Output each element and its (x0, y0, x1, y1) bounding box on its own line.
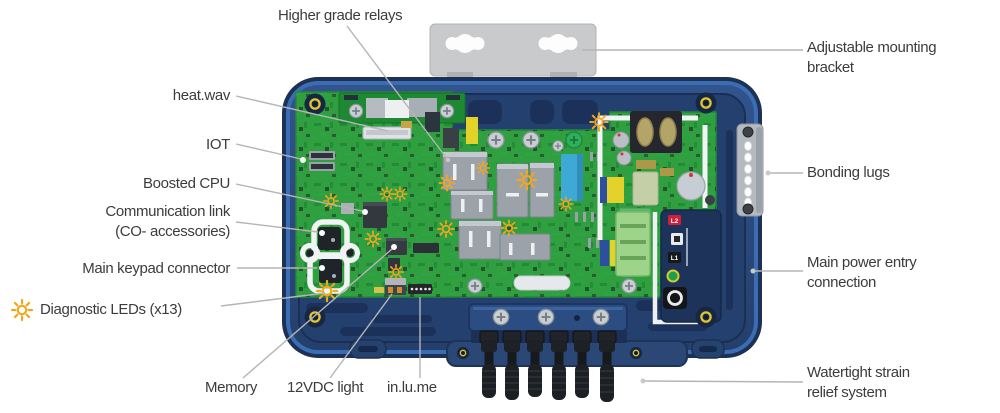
label-iot: IOT (206, 135, 230, 155)
terminal-badge-l2: L2 (671, 218, 679, 225)
capacitor-row (486, 130, 583, 152)
white-clip (513, 275, 571, 291)
bonding-lugs (736, 123, 764, 217)
label-higher-grade-relays: Higher grade relays (278, 6, 403, 26)
label-boosted-cpu: Boosted CPU (143, 174, 230, 194)
relay-cluster (442, 151, 555, 261)
label-text: Memory (205, 379, 258, 396)
label-12vdc-light: 12VDC light (287, 378, 364, 398)
inlume-header (408, 284, 432, 294)
label-text: Diagnostic LEDs (x13) (40, 301, 182, 318)
label-text: Bonding lugs (807, 164, 890, 181)
heatsink-board (338, 92, 466, 124)
label-text: Communication link (105, 203, 230, 220)
label-text: connection (807, 274, 877, 291)
capacitor-tan (401, 121, 412, 128)
label-text: Adjustable mounting (807, 39, 937, 56)
dip-chip (413, 243, 439, 253)
label-main-keypad-connector: Main keypad connector (82, 259, 230, 279)
cable-glands (479, 330, 617, 402)
label-text: in.lu.me (387, 379, 437, 396)
iot-connector (309, 151, 335, 171)
label-text: (CO- accessories) (115, 223, 230, 240)
diagnostic-led-label-icon (10, 298, 34, 322)
label-communication-link: Communication link (CO- accessories) (105, 202, 230, 242)
label-memory: Memory (205, 378, 257, 398)
cpu-chip (363, 202, 387, 228)
mounting-ears (349, 339, 725, 359)
label-bonding-lugs: Bonding lugs (807, 163, 890, 183)
capacitor-yellow-small (374, 287, 384, 293)
label-adjustable-mounting-bracket: Adjustable mounting bracket (807, 38, 937, 78)
dark-module (425, 112, 440, 132)
label-watertight-strain-relief: Watertight strain relief system (807, 363, 910, 403)
label-text: bracket (807, 59, 854, 76)
power-entry-panel: L2 L1 (652, 209, 722, 325)
label-text: Main keypad connector (82, 260, 230, 277)
label-text: Watertight strain (807, 364, 910, 381)
label-text: Main power entry (807, 254, 917, 271)
capacitor-yellow-tall (466, 117, 478, 144)
capacitor-blue (561, 154, 583, 201)
label-text: Boosted CPU (142, 175, 230, 192)
leader-lines (220, 25, 804, 383)
ground-point (666, 269, 680, 283)
label-text: IOT (206, 136, 230, 153)
mounting-bracket (429, 23, 597, 80)
label-main-power-entry: Main power entry connection (807, 253, 917, 293)
power-socket (667, 290, 683, 306)
cable-gland (479, 330, 499, 398)
twelve-vdc-connector (385, 278, 406, 295)
label-diagnostic-leds: Diagnostic LEDs (x13) (10, 298, 182, 322)
label-text: 12VDC light (287, 379, 364, 396)
leader-dots (300, 47, 771, 384)
label-in-lu-me: in.lu.me (387, 378, 437, 398)
label-text: heat.wav (172, 87, 231, 104)
heatwav-connector (362, 126, 412, 140)
chip-dark (443, 128, 459, 148)
terminal-block-green (615, 211, 651, 277)
label-text: relief system (807, 384, 887, 401)
label-text: Higher grade relays (278, 7, 403, 24)
terminal-badge-l1: L1 (671, 255, 679, 262)
label-heat-wav: heat.wav (172, 86, 231, 106)
